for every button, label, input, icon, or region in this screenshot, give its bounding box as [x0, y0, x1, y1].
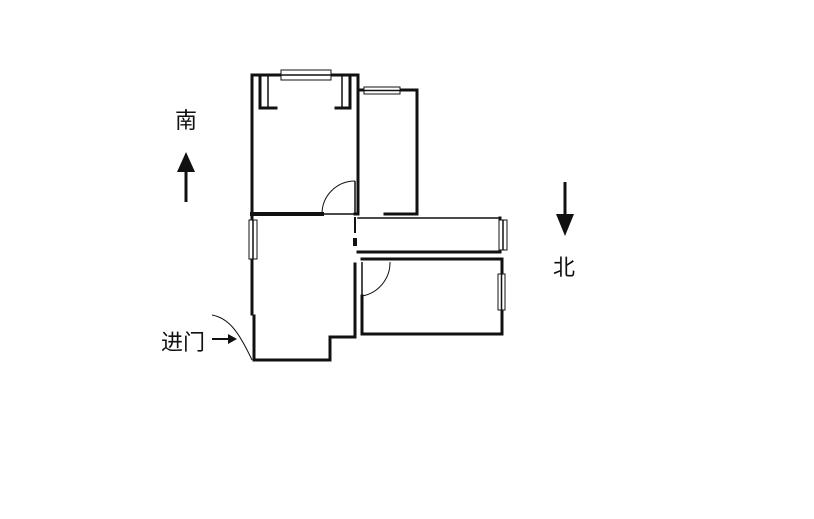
room-upper-left [250, 73, 360, 216]
window-top-right-room [363, 86, 401, 95]
window-balcony [498, 219, 508, 251]
south-label: 南 [175, 109, 197, 134]
window-lower-right-room [497, 273, 506, 311]
entrance-arrow-icon [212, 334, 237, 344]
room-lower-right [360, 257, 504, 336]
room-upper-right [356, 88, 419, 216]
door-lower-right-room [361, 261, 391, 297]
arrow-up-icon [177, 152, 195, 202]
window-living-room [248, 219, 258, 260]
entrance-door [211, 314, 253, 361]
balcony-corridor [356, 216, 502, 254]
entrance-label: 进门 [161, 331, 205, 356]
window-top-left-room [280, 69, 332, 81]
door-upper-left-room [321, 180, 356, 215]
north-label: 北 [553, 256, 575, 281]
arrow-down-icon [556, 182, 574, 236]
room-living [250, 212, 357, 362]
